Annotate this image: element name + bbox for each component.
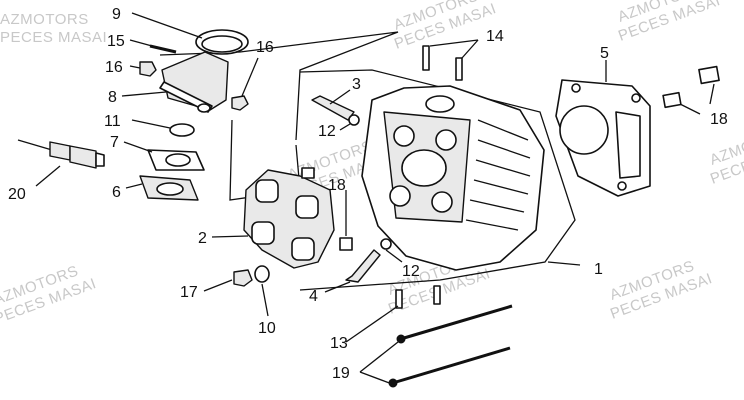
- callout-1: 1: [594, 261, 603, 278]
- nut-17: [233, 269, 253, 287]
- callout-9: 9: [112, 6, 121, 23]
- callout-12-lower: 12: [402, 263, 420, 280]
- spark-plug: [17, 139, 105, 169]
- callout-8: 8: [108, 89, 117, 106]
- intake-manifold: [159, 51, 229, 113]
- callout-3: 3: [352, 76, 361, 93]
- o-ring: [169, 123, 195, 137]
- nut-16-right: [231, 95, 249, 111]
- hose-clamp: [195, 29, 249, 55]
- callout-20: 20: [8, 186, 26, 203]
- intake-gasket-7: [147, 149, 205, 171]
- valve-4: [345, 249, 381, 283]
- callout-14: 14: [486, 28, 504, 45]
- watermark-right-edge: AZMOTORS PECES MASAI: [708, 122, 744, 187]
- callout-18-left: 18: [328, 177, 346, 194]
- watermark-top-right: AZMOTORS PECES MASAI: [616, 0, 723, 45]
- callout-17: 17: [180, 284, 198, 301]
- callout-10: 10: [258, 320, 276, 337]
- bolt-15: [149, 44, 177, 54]
- dowel-18-left-b: [339, 237, 353, 251]
- watermark-top-left: AZMOTORS PECES MASAI: [0, 11, 107, 46]
- callout-7: 7: [110, 134, 119, 151]
- watermark-line2: PECES MASAI: [0, 29, 107, 46]
- pin-13-right: [433, 285, 441, 305]
- cylinder-head-gasket: [555, 79, 651, 197]
- nut-16-left: [139, 61, 157, 77]
- watermark-bottom-right: AZMOTORS PECES MASAI: [608, 257, 715, 322]
- callout-19: 19: [332, 365, 350, 382]
- callout-5: 5: [600, 45, 609, 62]
- valve-3: [311, 95, 355, 121]
- callout-13: 13: [330, 335, 348, 352]
- callout-15: 15: [107, 33, 125, 50]
- callout-6: 6: [112, 184, 121, 201]
- callout-16-left: 16: [105, 59, 123, 76]
- callout-2: 2: [198, 230, 207, 247]
- dowel-18-right-b: [662, 91, 682, 109]
- dowel-18-right-a: [698, 65, 720, 85]
- pin-14-left: [422, 45, 430, 71]
- intake-gasket-6: [139, 175, 199, 201]
- watermark-line1: AZMOTORS: [0, 11, 89, 28]
- camshaft-holder: [243, 169, 335, 269]
- pin-14-right: [455, 57, 463, 81]
- callout-18-right: 18: [710, 111, 728, 128]
- leader-lines: [35, 12, 715, 385]
- valve-seal-12-upper: [348, 114, 360, 126]
- callout-labels: 1 2 3 4 5 6 7 8 9 10 11 12 12 13 14 15 1…: [8, 6, 728, 382]
- callout-16-right: 16: [256, 39, 274, 56]
- callout-11: 11: [104, 113, 121, 130]
- dowel-18-left-a: [301, 167, 315, 179]
- pin-13-left: [395, 289, 403, 309]
- callout-4: 4: [309, 288, 318, 305]
- washer-10: [254, 265, 270, 283]
- watermark-bottom-left: AZMOTORS PECES MASAI: [0, 262, 99, 327]
- stud-19-upper: [396, 304, 513, 344]
- stud-19-lower: [388, 346, 511, 388]
- valve-seal-12-lower: [380, 238, 392, 250]
- cylinder-head: [361, 85, 545, 271]
- callout-12-upper: 12: [318, 123, 336, 140]
